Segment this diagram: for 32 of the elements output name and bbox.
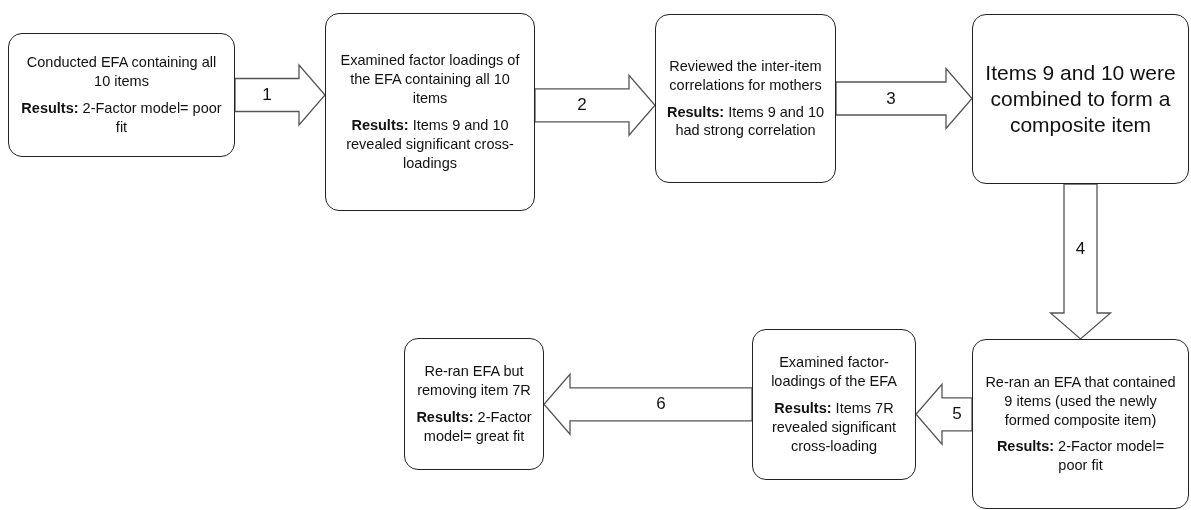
process-box	[752, 329, 916, 480]
result-text: Results: 2-Factor model= poor fit	[20, 99, 223, 137]
step-number: 2	[577, 95, 587, 116]
step-text: Examined factor-loadings of the EFA	[770, 353, 898, 392]
step-number: 1	[262, 85, 272, 105]
process-box	[8, 33, 235, 157]
process-box	[655, 14, 836, 183]
result-text: Results: 2-Factor model= great fit	[415, 408, 533, 446]
process-box	[325, 13, 535, 211]
step-number: 4	[1075, 238, 1086, 259]
block-arrow	[234, 63, 326, 127]
step-text: Items 9 and 10 were combined to form a composite item	[984, 59, 1177, 139]
step-text: Reviewed the inter-item correlations for mothers	[668, 56, 823, 95]
step-text: Conducted EFA containing all 10 items	[25, 53, 218, 91]
process-box	[972, 339, 1189, 509]
process-box	[404, 338, 544, 470]
process-box	[972, 14, 1189, 184]
step-number: 5	[952, 404, 962, 425]
block-arrow	[1048, 183, 1113, 340]
step-text: Re-ran EFA but removing item 7R	[416, 362, 532, 400]
block-arrow	[543, 372, 753, 437]
block-arrow	[534, 73, 656, 138]
step-number: 3	[886, 88, 896, 109]
block-arrow	[835, 66, 973, 131]
result-text: Results: Items 9 and 10 had strong correlation	[665, 102, 826, 141]
result-text: Results: Items 7R revealed significant cross-loading	[770, 399, 898, 456]
step-text: Examined factor loadings of the EFA containing all 10 items	[339, 51, 521, 108]
block-arrow	[915, 382, 973, 447]
step-text: Re-ran an EFA that contained 9 items (used the newly formed composite item)	[984, 372, 1177, 430]
result-text: Results: Items 9 and 10 revealed significant cross-loadings	[345, 116, 515, 173]
step-number: 6	[656, 394, 666, 415]
result-text: Results: 2-Factor model= poor fit	[995, 437, 1166, 476]
